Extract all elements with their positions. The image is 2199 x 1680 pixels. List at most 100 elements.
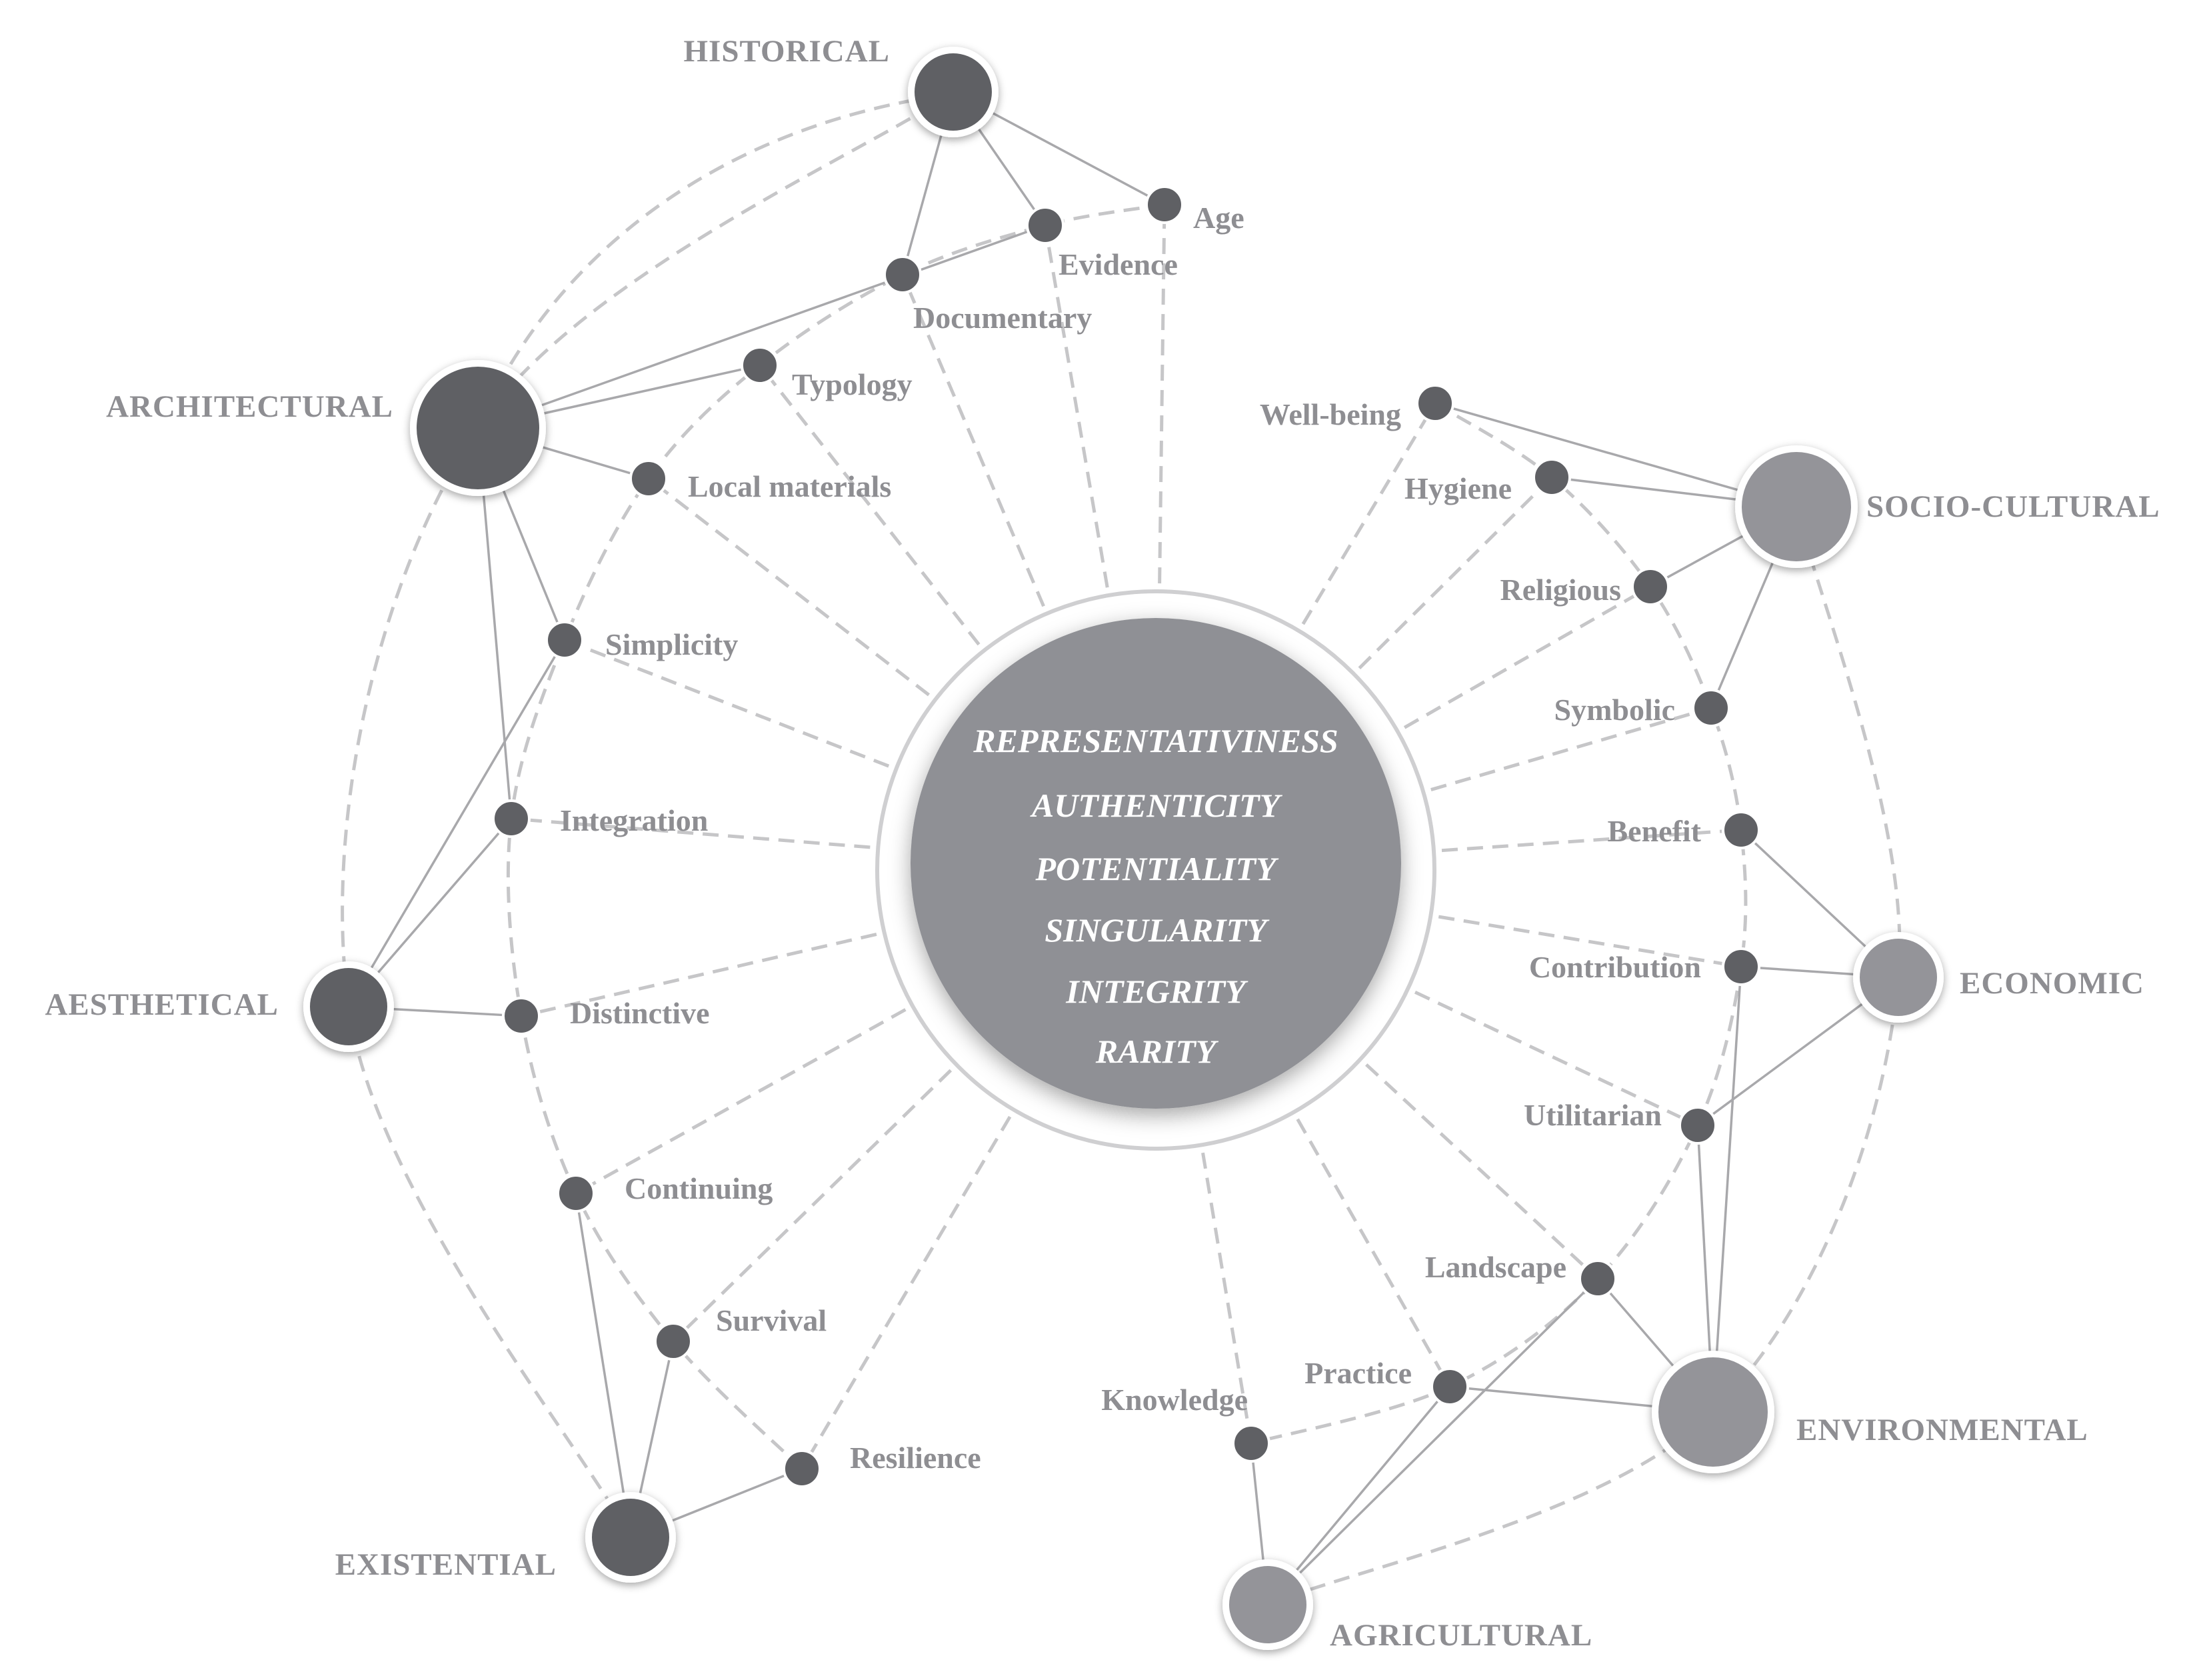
spoke-age	[1158, 219, 1166, 584]
node-layer	[303, 47, 1944, 1650]
criterion-node-symbolic	[1692, 689, 1730, 727]
link-aesthetical-simplicity	[369, 652, 559, 971]
criterion-node-survival	[654, 1322, 693, 1361]
link-architectural-evidence	[539, 229, 1032, 407]
category-node-agricultural	[1229, 1566, 1306, 1643]
link-economic-benefit	[1750, 839, 1868, 949]
inner-ring-left	[506, 203, 1165, 1470]
link-agricultural-knowledge	[1251, 1457, 1265, 1563]
spoke-simplicity	[577, 643, 890, 768]
category-label-architectural: ARCHITECTURAL	[106, 389, 393, 424]
category-label-economic: ECONOMIC	[1960, 966, 2144, 1001]
criterion-node-landscape	[1578, 1259, 1617, 1298]
link-socio-cultural-symbolic	[1715, 560, 1775, 695]
link-environmental-practice	[1464, 1387, 1655, 1408]
criterion-label-symbolic: Symbolic	[1554, 693, 1675, 727]
center-line-potentiality: POTENTIALITY	[1035, 850, 1279, 887]
criterion-node-well-being	[1416, 384, 1454, 423]
criterion-label-integration: Integration	[560, 803, 708, 837]
criterion-label-resilience: Resilience	[850, 1441, 981, 1475]
link-environmental-utilitarian	[1697, 1139, 1712, 1354]
criterion-label-practice: Practice	[1304, 1356, 1412, 1390]
spoke-resilience	[808, 1115, 1012, 1457]
center-line-integrity: INTEGRITY	[1065, 973, 1248, 1010]
spoke-local-materials	[659, 486, 931, 697]
link-economic-contribution	[1755, 966, 1856, 976]
center-line-authenticity: AUTHENTICITY	[1030, 787, 1283, 824]
criterion-label-distinctive: Distinctive	[570, 996, 710, 1030]
link-environmental-landscape	[1606, 1289, 1676, 1369]
category-node-environmental	[1658, 1357, 1768, 1467]
criterion-node-integration	[492, 799, 531, 838]
link-existential-continuing	[577, 1207, 625, 1496]
category-label-historical: HISTORICAL	[683, 34, 890, 69]
criterion-label-evidence: Evidence	[1059, 247, 1178, 281]
outer-ring-right	[1267, 506, 1902, 1607]
link-environmental-contribution	[1715, 981, 1742, 1354]
criterion-label-typology: Typology	[792, 367, 913, 401]
criterion-label-contribution: Contribution	[1529, 950, 1701, 984]
link-agricultural-practice	[1294, 1397, 1442, 1573]
spoke-knowledge	[1201, 1152, 1250, 1429]
spoke-evidence	[1046, 239, 1109, 588]
outer-ring-top	[476, 98, 915, 429]
link-aesthetical-integration	[375, 829, 503, 975]
criterion-node-practice	[1430, 1367, 1469, 1406]
category-label-aesthetical: AESTHETICAL	[45, 987, 279, 1022]
link-historical-documentary	[905, 133, 943, 261]
spoke-religious	[1403, 592, 1639, 729]
criterion-label-knowledge: Knowledge	[1101, 1383, 1248, 1417]
criterion-node-distinctive	[502, 997, 541, 1035]
link-architectural-integration	[482, 493, 511, 805]
criterion-node-local-materials	[629, 459, 668, 498]
criterion-node-typology	[741, 346, 779, 385]
criterion-label-survival: Survival	[716, 1303, 827, 1337]
link-aesthetical-distinctive	[391, 1007, 507, 1017]
category-node-historical	[915, 53, 992, 131]
spoke-survival	[682, 1069, 953, 1333]
category-label-socio-cultural: SOCIO-CULTURAL	[1866, 489, 2160, 524]
criterion-label-simplicity: Simplicity	[605, 627, 738, 661]
spoke-practice	[1296, 1118, 1444, 1375]
spoke-distinctive	[535, 932, 877, 1015]
criterion-label-well-being: Well-being	[1260, 397, 1401, 431]
criterion-node-contribution	[1722, 947, 1760, 986]
criterion-label-religious: Religious	[1500, 573, 1621, 607]
spoke-continuing	[587, 1008, 907, 1188]
category-node-aesthetical	[310, 968, 387, 1045]
center-line-singularity: SINGULARITY	[1045, 911, 1270, 949]
link-architectural-simplicity	[501, 488, 561, 627]
criterion-node-benefit	[1722, 811, 1760, 849]
center-hub: REPRESENTATIVINESS AUTHENTICITY POTENTIA…	[875, 589, 1436, 1151]
criterion-label-continuing: Continuing	[625, 1171, 773, 1205]
criterion-node-knowledge	[1232, 1424, 1270, 1463]
criterion-label-documentary: Documentary	[913, 301, 1092, 335]
criterion-node-utilitarian	[1678, 1106, 1717, 1145]
criterion-label-age: Age	[1193, 201, 1244, 235]
link-socio-cultural-religious	[1662, 533, 1746, 581]
outer-ring-left	[341, 90, 955, 1539]
spoke-integration	[525, 818, 871, 849]
criterion-node-simplicity	[545, 621, 584, 659]
center-line-representativiness: REPRESENTATIVINESS	[973, 722, 1338, 759]
spoke-landscape	[1365, 1063, 1588, 1270]
criterion-node-evidence	[1026, 206, 1065, 245]
spoke-well-being	[1301, 415, 1429, 625]
criterion-node-documentary	[883, 255, 922, 294]
link-economic-utilitarian	[1708, 1001, 1865, 1118]
criterion-label-utilitarian: Utilitarian	[1524, 1098, 1662, 1132]
link-agricultural-landscape	[1297, 1288, 1588, 1576]
criterion-node-religious	[1631, 567, 1670, 606]
center-line-rarity: RARITY	[1095, 1033, 1219, 1070]
solid-link-layer	[369, 111, 1868, 1576]
link-historical-age	[990, 111, 1152, 199]
spoke-documentary	[907, 287, 1045, 607]
category-label-environmental: ENVIRONMENTAL	[1796, 1413, 2088, 1447]
criterion-node-continuing	[557, 1174, 595, 1213]
criterion-label-hygiene: Hygiene	[1404, 471, 1512, 505]
criterion-node-resilience	[783, 1449, 821, 1488]
category-node-existential	[592, 1499, 669, 1576]
link-socio-cultural-well-being	[1448, 406, 1740, 492]
